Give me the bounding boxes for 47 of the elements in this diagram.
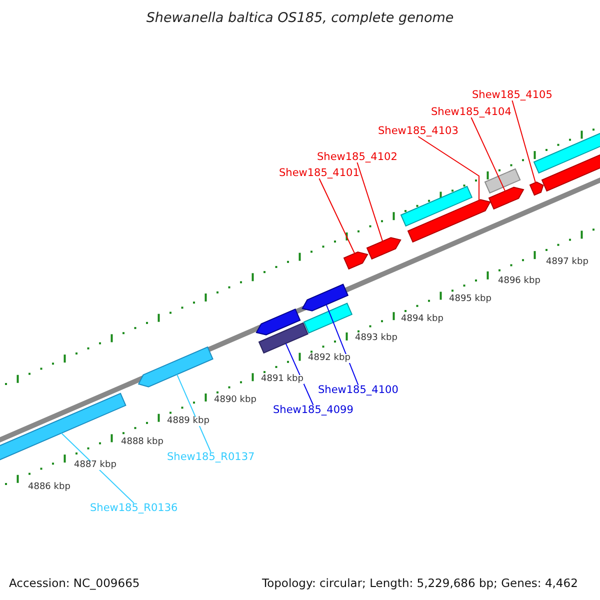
scale-label: 4895 kbp: [448, 295, 492, 304]
gene-label: Shew185_4102: [317, 152, 398, 162]
scale-label: 4888 kbp: [120, 438, 164, 447]
gene-bar: [303, 302, 353, 334]
scale-label: 4889 kbp: [166, 417, 210, 426]
scale-label: 4896 kbp: [497, 277, 542, 286]
leader-line: [60, 432, 134, 504]
gene-label: Shew185_R0137: [167, 452, 255, 462]
scale-label: 4887 kbp: [73, 461, 118, 470]
leader-line: [356, 162, 384, 242]
gene-bar: [343, 251, 368, 270]
gene-bar: [400, 186, 473, 227]
gene-label: Shew185_4104: [431, 107, 512, 118]
gene-bar: [302, 284, 349, 312]
leader-line: [326, 304, 359, 386]
scale-label: 4890 kbp: [213, 396, 258, 405]
title: Shewanella baltica OS185, complete genome: [145, 12, 455, 26]
gene-bar: [533, 132, 600, 174]
gene-label: Shew185_4105: [472, 90, 552, 100]
footer-text: Topology: circular; Length: 5,229,686 bp; Genes: 4,462: [262, 578, 578, 590]
leader-line: [512, 100, 536, 184]
leader-line: [418, 136, 480, 201]
gene-bar: [407, 199, 491, 243]
gene-bar: [258, 322, 308, 354]
gene-label: Shew185_R0136: [90, 503, 178, 514]
gene-label: Shew185_4103: [378, 126, 458, 136]
gene-bar: [256, 308, 301, 336]
leader-line: [470, 117, 506, 192]
gene-bar: [138, 346, 214, 388]
gene-label: Shew185_4099: [273, 405, 354, 416]
gene-label: Shew185_4100: [318, 385, 398, 396]
scale-label: 4897 kbp: [545, 258, 590, 267]
gene-bar: [484, 168, 521, 194]
gene-bar: [488, 186, 524, 210]
gene-bar: [366, 237, 402, 260]
gene-label: Shew185_4101: [279, 168, 360, 178]
gene-bar: [541, 152, 600, 192]
gene-bar: [529, 182, 544, 196]
footer-text: Accession: NC_009665: [9, 578, 140, 590]
scale-label: 4893 kbp: [354, 334, 398, 343]
leader-line: [176, 374, 212, 452]
scale-label: 4892 kbp: [307, 354, 352, 363]
scale-label: 4886 kbp: [27, 483, 72, 492]
leader-line: [285, 343, 314, 406]
leader-line: [318, 178, 356, 254]
scale-label: 4891 kbp: [260, 375, 304, 384]
scale-label: 4894 kbp: [400, 315, 444, 324]
